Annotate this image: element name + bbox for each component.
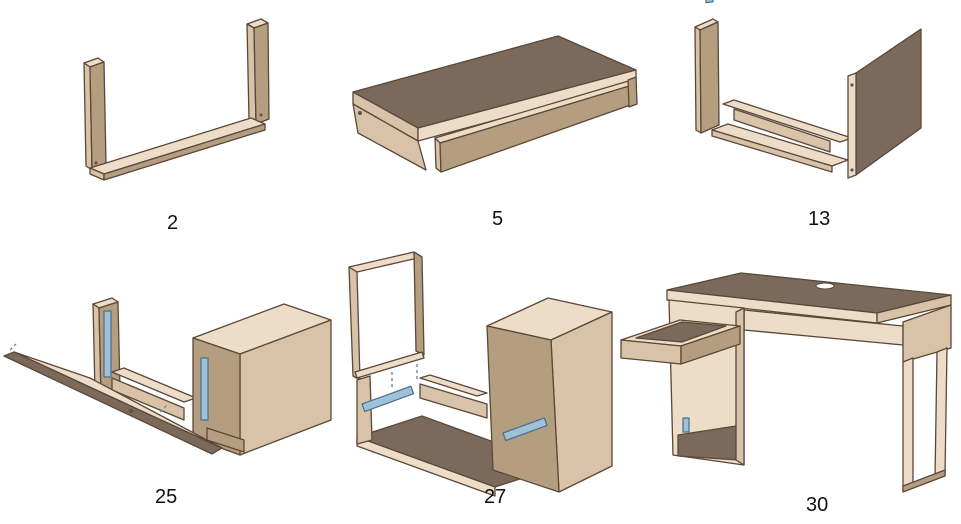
step-13-illustration (694, 0, 922, 179)
step-2-illustration (83, 18, 270, 181)
step-30-illustration (620, 272, 952, 493)
step-25-label: 25 (155, 486, 177, 508)
step-5-label: 5 (492, 208, 503, 230)
step-2-label: 2 (167, 212, 178, 234)
step-13-label: 13 (808, 208, 830, 230)
step-27-label: 27 (484, 486, 506, 508)
step-25-illustration (3, 297, 332, 456)
step-5-illustration (352, 35, 638, 173)
step-27-illustration (348, 251, 613, 497)
step-30-label: 30 (806, 494, 828, 516)
